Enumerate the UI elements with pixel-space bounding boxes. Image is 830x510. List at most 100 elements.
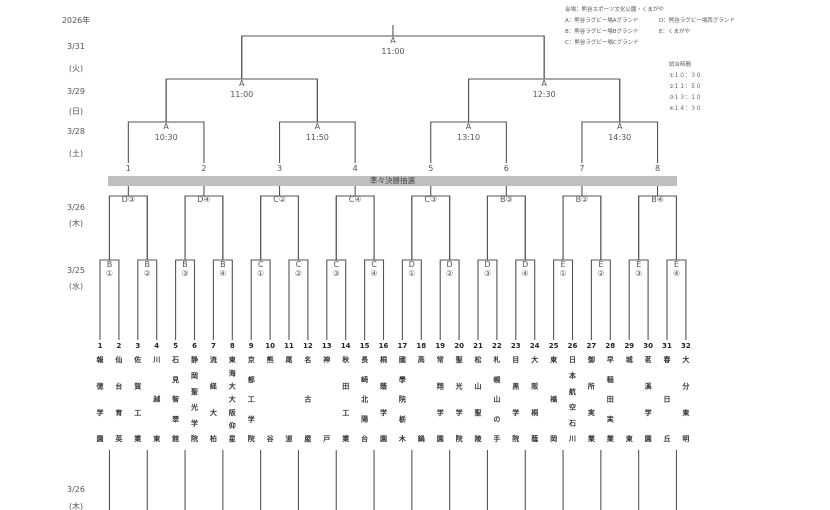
team-name: 静岡聖光学院 (190, 356, 199, 442)
round2-bracket (108, 195, 148, 260)
date-label: 2026年 (61, 16, 91, 25)
match-time-1: ①１０：３０ (669, 73, 702, 79)
team-name: 大分東明 (681, 356, 690, 442)
round2-bracket (562, 195, 602, 260)
round1-slot: ② (446, 269, 454, 278)
venue-legend-title: 会場：熊谷スポーツ文化公園・くまがや (565, 7, 664, 13)
semifinal-time: 12:30 (532, 90, 556, 99)
round1-venue: E (598, 260, 604, 269)
round1-slot: ② (294, 269, 303, 278)
team-number: 1 (97, 342, 103, 350)
match-time-4: ④１４：３０ (669, 106, 702, 112)
round1-venue: C (333, 260, 340, 269)
team-name: 流経大柏 (209, 356, 218, 442)
team-number: 26 (567, 342, 578, 350)
team-name: 高鍋 (417, 356, 426, 442)
quarterfinal-time: 13:10 (457, 133, 481, 142)
semifinal-venue: A (239, 79, 245, 88)
round1-venue: E (673, 260, 679, 269)
match-time-2: ②１１：５０ (669, 84, 702, 90)
team-number: 2 (116, 342, 122, 350)
round2-label: C④ (348, 195, 362, 204)
team-name: 神戸 (322, 356, 331, 442)
round1-venue: C (371, 260, 377, 269)
round2-bracket (486, 195, 526, 260)
round1-venue: C (257, 260, 264, 269)
date-label: 3/26 (67, 485, 85, 494)
round2-label: D③ (121, 195, 136, 204)
team-number: 3 (135, 342, 141, 350)
date-label: 3/28 (67, 127, 85, 136)
team-name: 京都工学院 (247, 356, 256, 442)
date-label: (土) (68, 149, 84, 158)
team-name: 松山聖陵 (474, 356, 482, 442)
round1-venue: B (182, 260, 188, 269)
team-name: 報徳学園 (96, 356, 104, 442)
round1-venue: D (522, 260, 529, 269)
round1-slot: ② (597, 269, 605, 278)
round1-slot: ④ (521, 269, 529, 278)
draw-slot-number: 3 (277, 164, 283, 173)
round1-venue: E (560, 260, 566, 269)
final-time: 11:00 (381, 47, 405, 56)
round1-venue: E (636, 260, 642, 269)
round2-label: B④ (651, 195, 664, 204)
quarterfinal-venue: A (617, 122, 623, 131)
round2-bracket (335, 195, 375, 260)
team-name: 御所実業 (587, 356, 596, 442)
team-name: 仙台育英 (114, 356, 123, 442)
team-number: 14 (340, 342, 351, 350)
venue-legend-e: E：くまがや (659, 29, 690, 35)
round1-slot: ③ (483, 269, 492, 278)
team-number: 17 (397, 342, 408, 350)
round2-label: B② (575, 195, 589, 204)
team-number: 29 (624, 342, 635, 350)
round1-slot: ④ (672, 269, 681, 278)
venue-legend-c: C：熊谷ラグビー場Cグランド (565, 40, 639, 46)
draw-slot-number: 8 (655, 164, 661, 173)
quarterfinal-time: 14:30 (608, 133, 632, 142)
team-number: 22 (492, 342, 502, 350)
round2-bracket (638, 195, 677, 260)
venue-legend-b: B：熊谷ラグビー場Bグランド (565, 29, 639, 35)
round2-bracket (411, 195, 451, 260)
team-name: 城東 (625, 356, 634, 442)
team-number: 8 (229, 342, 235, 350)
team-number: 12 (303, 342, 313, 350)
round1-slot: ① (408, 269, 416, 278)
team-number: 25 (548, 342, 559, 350)
date-label: 3/25 (67, 266, 85, 275)
team-number: 27 (586, 342, 597, 350)
team-number: 10 (265, 342, 275, 350)
draw-slot-number: 5 (428, 164, 434, 173)
date-label: (水) (68, 282, 84, 291)
team-name: 秋田工業 (341, 356, 350, 442)
team-number: 6 (192, 342, 197, 350)
team-name: 東福岡 (549, 356, 558, 442)
team-name: 熊谷 (266, 356, 275, 442)
final-venue: A (390, 36, 396, 45)
team-name: 札幌山の手 (492, 356, 501, 442)
round1-venue: C (295, 260, 302, 269)
team-name: 佐賀工業 (133, 356, 142, 442)
match-time-3: ③１３：１０ (669, 95, 702, 101)
round1-slot: ③ (181, 269, 189, 278)
round1-venue: B (220, 260, 226, 269)
quarterfinal-draw-label: 準々決勝抽選 (370, 176, 415, 185)
team-number: 9 (248, 342, 254, 350)
team-number: 19 (435, 342, 446, 350)
team-number: 20 (454, 342, 464, 350)
team-name: 大阪桐蔭 (530, 356, 539, 442)
venue-legend-d: D：熊谷ラグビー場西グランド (659, 18, 735, 24)
round1-slot: ② (143, 269, 151, 278)
draw-slot-number: 6 (503, 164, 509, 173)
team-name: 石見智翠館 (171, 356, 180, 442)
team-name: 尾道 (285, 356, 293, 442)
quarterfinal-draw-bar: 準々決勝抽選 (108, 176, 677, 186)
team-name: 茗溪学園 (644, 356, 653, 442)
quarterfinal-time: 11:50 (305, 133, 329, 142)
date-label: (火) (68, 64, 84, 73)
team-number: 32 (681, 342, 691, 350)
